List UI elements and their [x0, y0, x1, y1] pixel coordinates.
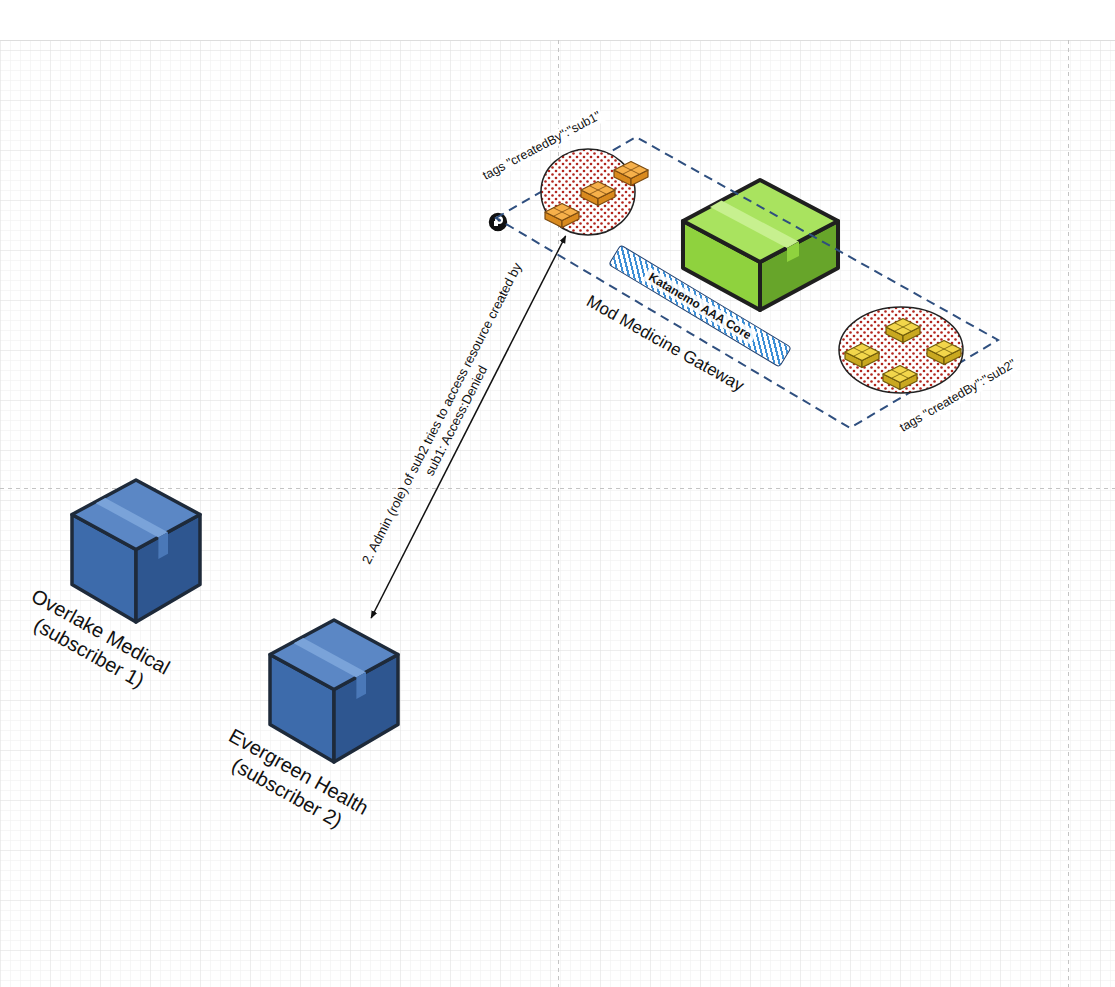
- access-arrow: [371, 236, 565, 618]
- brick-line: [554, 208, 571, 217]
- brick-line: [623, 166, 640, 175]
- brick: [581, 182, 615, 206]
- edge-label-holder: 2. Admin (role) of sub2 tries to access …: [352, 247, 546, 587]
- top-bar-border: [0, 40, 1115, 41]
- brick-line: [892, 370, 909, 379]
- core-band: Katanemo AAA Core: [608, 244, 792, 368]
- resource-pile: tags "createdBy":"sub2": [838, 306, 964, 394]
- brick-face: [545, 204, 579, 221]
- brick: [927, 341, 961, 365]
- brick-face: [614, 162, 648, 179]
- box-tape: [710, 201, 799, 249]
- green-server-box: [683, 180, 838, 310]
- brick-line: [895, 323, 912, 332]
- box-tape: [787, 242, 799, 263]
- brick-face: [927, 341, 961, 358]
- cube-tape: [294, 638, 366, 678]
- gateway-region: Mod Medicine Gatewaytags "createdBy":"su…: [480, 128, 1010, 438]
- brick-line: [590, 186, 607, 195]
- page-break-line: [0, 488, 1115, 489]
- resource-pile: tags "createdBy":"sub1": [540, 148, 636, 236]
- brick-face: [883, 366, 917, 383]
- top-bar: [0, 0, 1115, 40]
- cube-outline: [70, 478, 202, 624]
- brick-line: [854, 348, 871, 357]
- cube-face: [72, 480, 200, 550]
- lock-icon: [488, 212, 508, 232]
- cube: [270, 620, 398, 762]
- brick: [886, 319, 920, 343]
- brick-face: [886, 319, 920, 336]
- brick-face: [845, 344, 879, 361]
- cube-face: [270, 620, 398, 690]
- icon-mark: [494, 221, 498, 226]
- brick-group: [845, 319, 961, 390]
- cube-tape: [158, 532, 168, 559]
- brick-group: [545, 162, 648, 228]
- brick-line: [936, 345, 953, 354]
- pile-outline: [540, 148, 636, 236]
- resource-circle: [541, 149, 635, 235]
- edge-label: 2. Admin (role) of sub2 tries to access …: [352, 247, 546, 587]
- cube-tape: [356, 672, 366, 699]
- subscriber-box: Evergreen Health (subscriber 2): [268, 618, 400, 764]
- brick: [845, 344, 879, 368]
- grid-canvas: [0, 40, 1115, 987]
- page-break-line: [1068, 40, 1069, 987]
- cube-tape: [96, 498, 168, 538]
- brick-face: [581, 182, 615, 199]
- brick: [883, 366, 917, 390]
- brick: [614, 162, 648, 186]
- resource-circle: [839, 307, 963, 393]
- icon-disc: [488, 212, 508, 232]
- cube-outline: [268, 618, 400, 764]
- subscriber-box: Overlake Medical (subscriber 1): [70, 478, 202, 624]
- pile-outline: [838, 306, 964, 394]
- region-border: [496, 137, 998, 428]
- cube: [72, 480, 200, 622]
- brick: [545, 204, 579, 228]
- box-face: [683, 180, 838, 262]
